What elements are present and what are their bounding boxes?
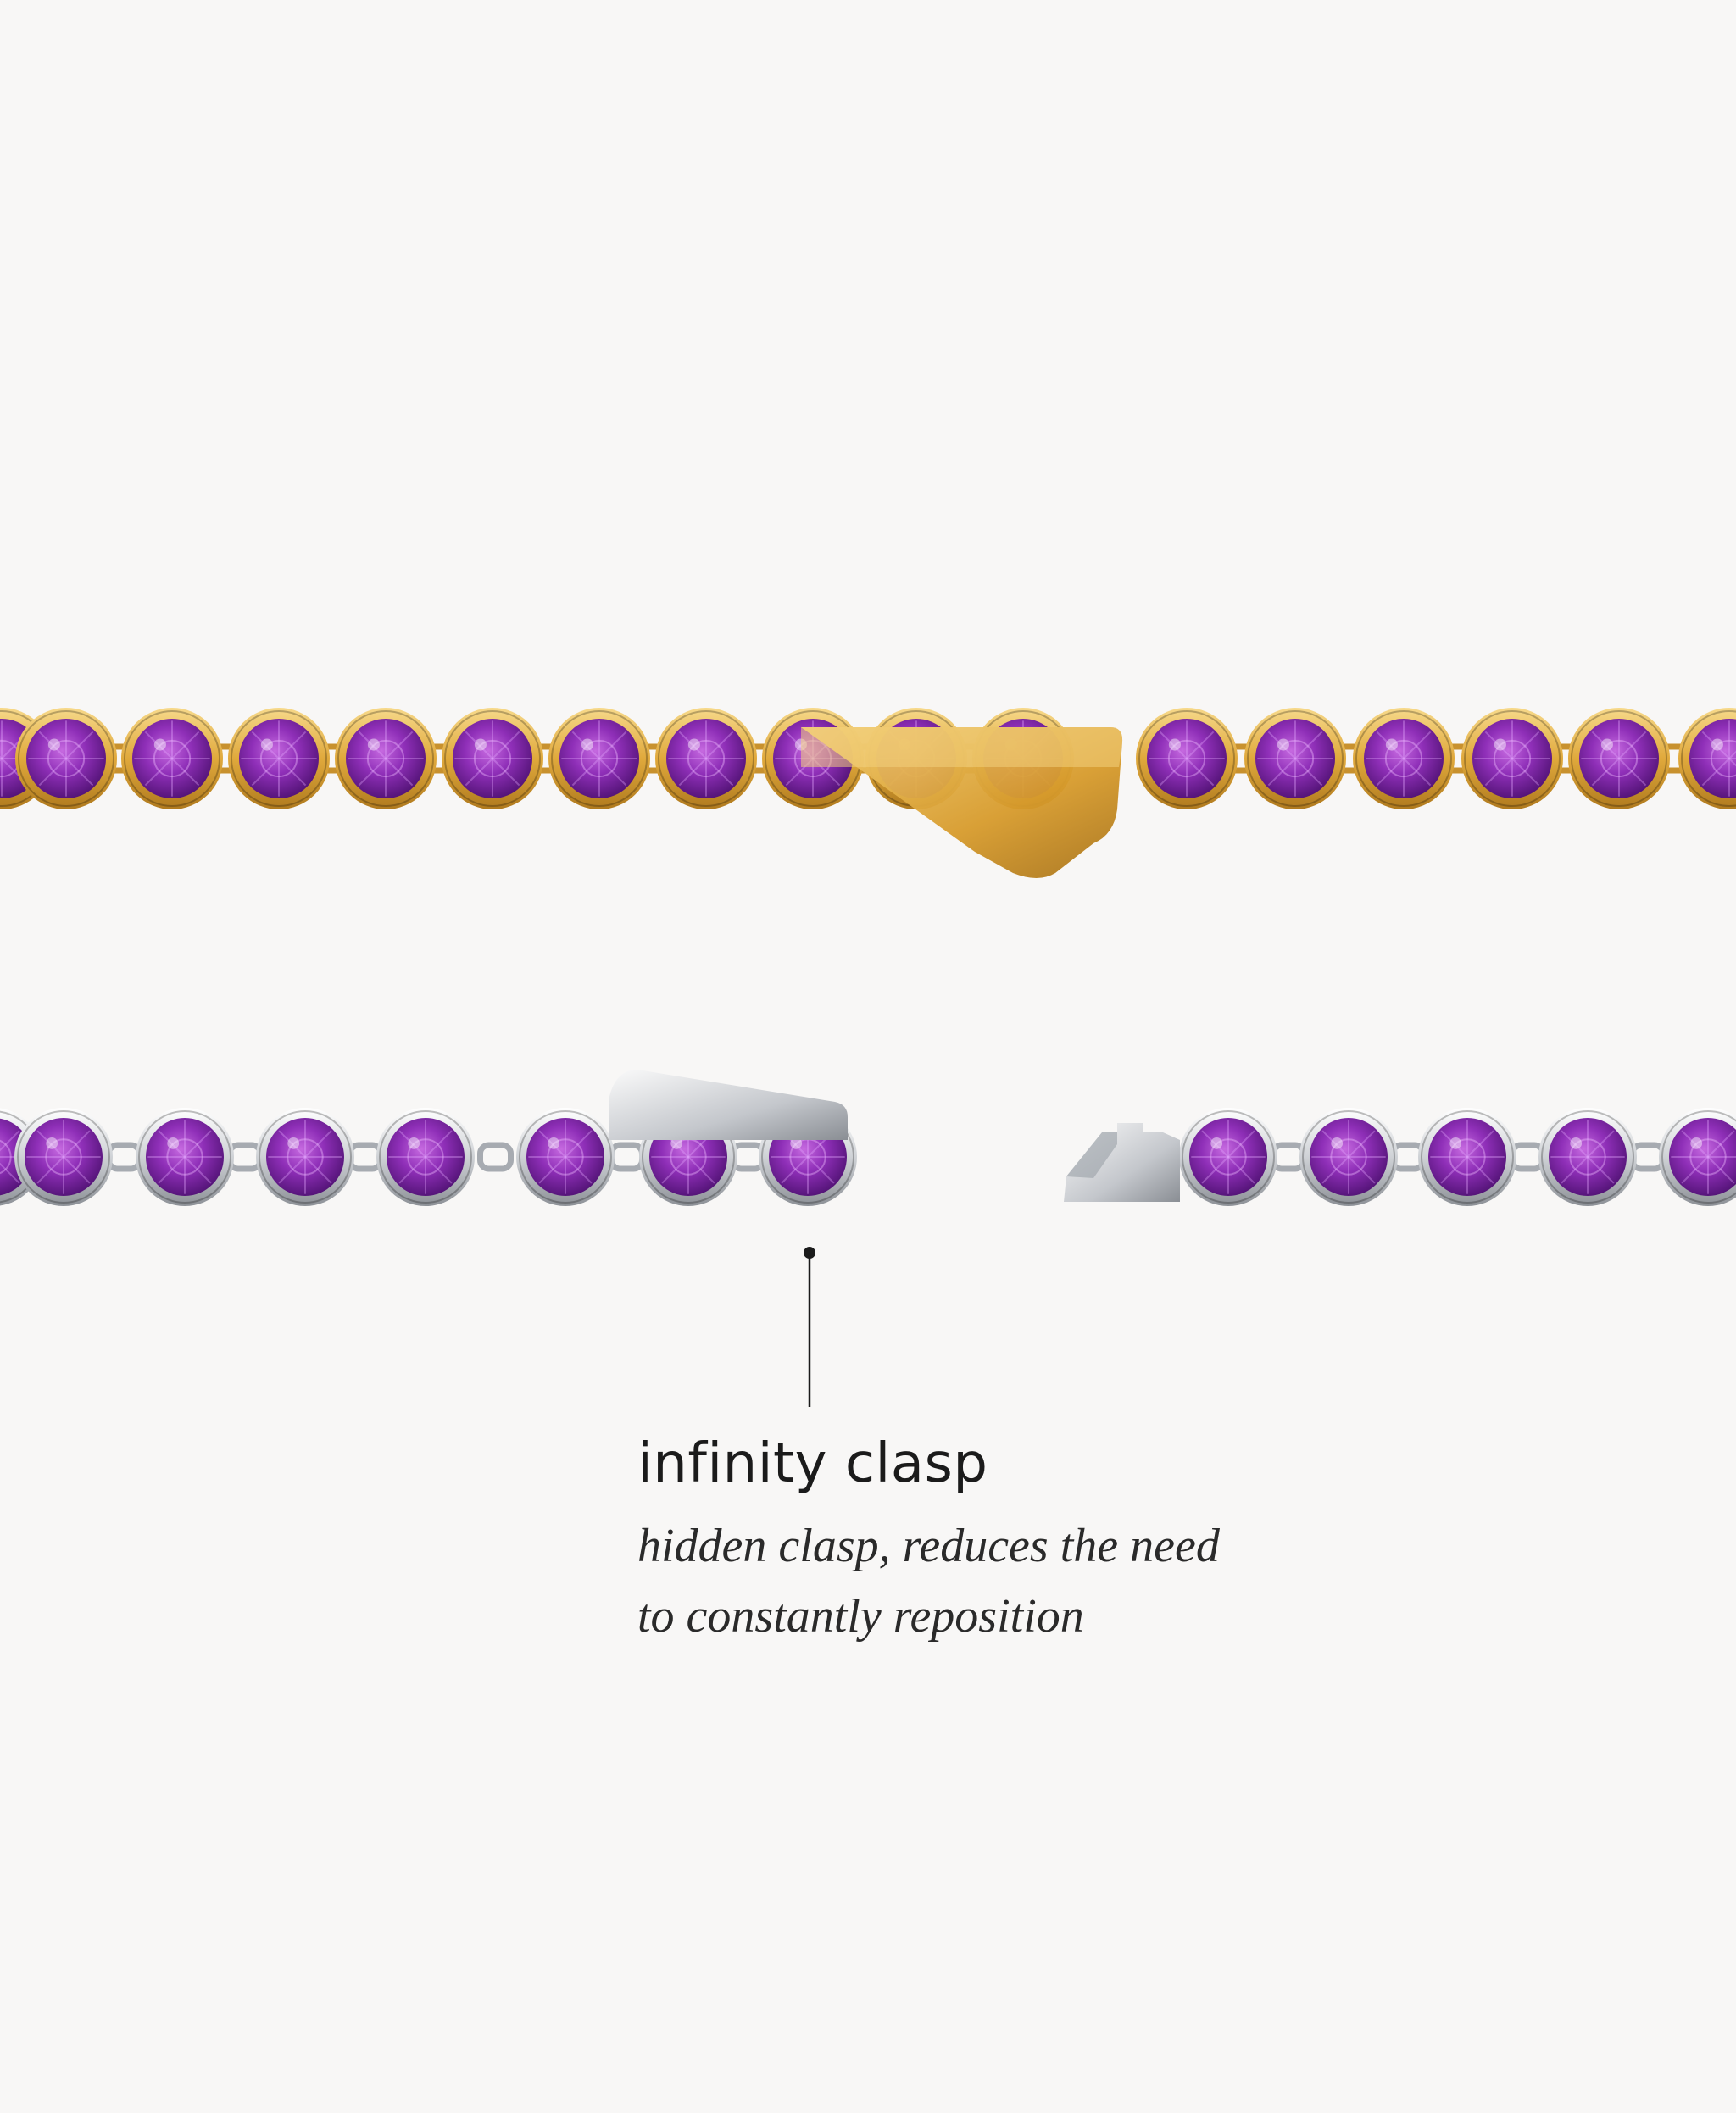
silver-clasp-tongue bbox=[609, 1070, 848, 1140]
callout-description-line-2: to constantly reposition bbox=[637, 1590, 1084, 1643]
gem-setting bbox=[1461, 708, 1563, 809]
chain-link bbox=[106, 1142, 142, 1172]
gem-setting bbox=[15, 708, 117, 809]
chain-link bbox=[1270, 1142, 1307, 1172]
gem-setting bbox=[442, 708, 543, 809]
gem-setting bbox=[376, 1108, 475, 1206]
callout-title: infinity clasp bbox=[637, 1432, 988, 1495]
gem-setting bbox=[121, 708, 223, 809]
gem-setting bbox=[335, 708, 437, 809]
gem-setting bbox=[1244, 708, 1346, 809]
chain-link bbox=[347, 1142, 384, 1172]
chain-link bbox=[477, 1142, 514, 1172]
gem-setting bbox=[1179, 1108, 1277, 1206]
gem-setting bbox=[1538, 1108, 1637, 1206]
gem-setting bbox=[1299, 1108, 1398, 1206]
gem-setting bbox=[1568, 708, 1670, 809]
gem-setting bbox=[14, 1108, 113, 1206]
gem-setting bbox=[548, 708, 650, 809]
chain-link bbox=[1629, 1142, 1666, 1172]
gem-setting bbox=[256, 1108, 354, 1206]
gold-clasp bbox=[801, 727, 1123, 878]
gem-setting bbox=[1659, 1108, 1736, 1206]
callout-description-line-1: hidden clasp, reduces the need bbox=[637, 1520, 1220, 1572]
chain-link bbox=[1509, 1142, 1546, 1172]
gem-setting bbox=[516, 1108, 615, 1206]
gem-setting bbox=[1418, 1108, 1516, 1206]
silver-tennis-bracelet-right bbox=[1179, 1108, 1736, 1206]
gem-setting bbox=[228, 708, 330, 809]
gem-setting bbox=[1353, 708, 1455, 809]
chain-link bbox=[226, 1142, 264, 1172]
gem-setting bbox=[1678, 708, 1736, 809]
gem-setting bbox=[136, 1108, 234, 1206]
gem-setting bbox=[655, 708, 757, 809]
chain-link bbox=[609, 1142, 645, 1172]
gem-setting bbox=[1136, 708, 1238, 809]
silver-clasp-receiver bbox=[1064, 1123, 1180, 1202]
